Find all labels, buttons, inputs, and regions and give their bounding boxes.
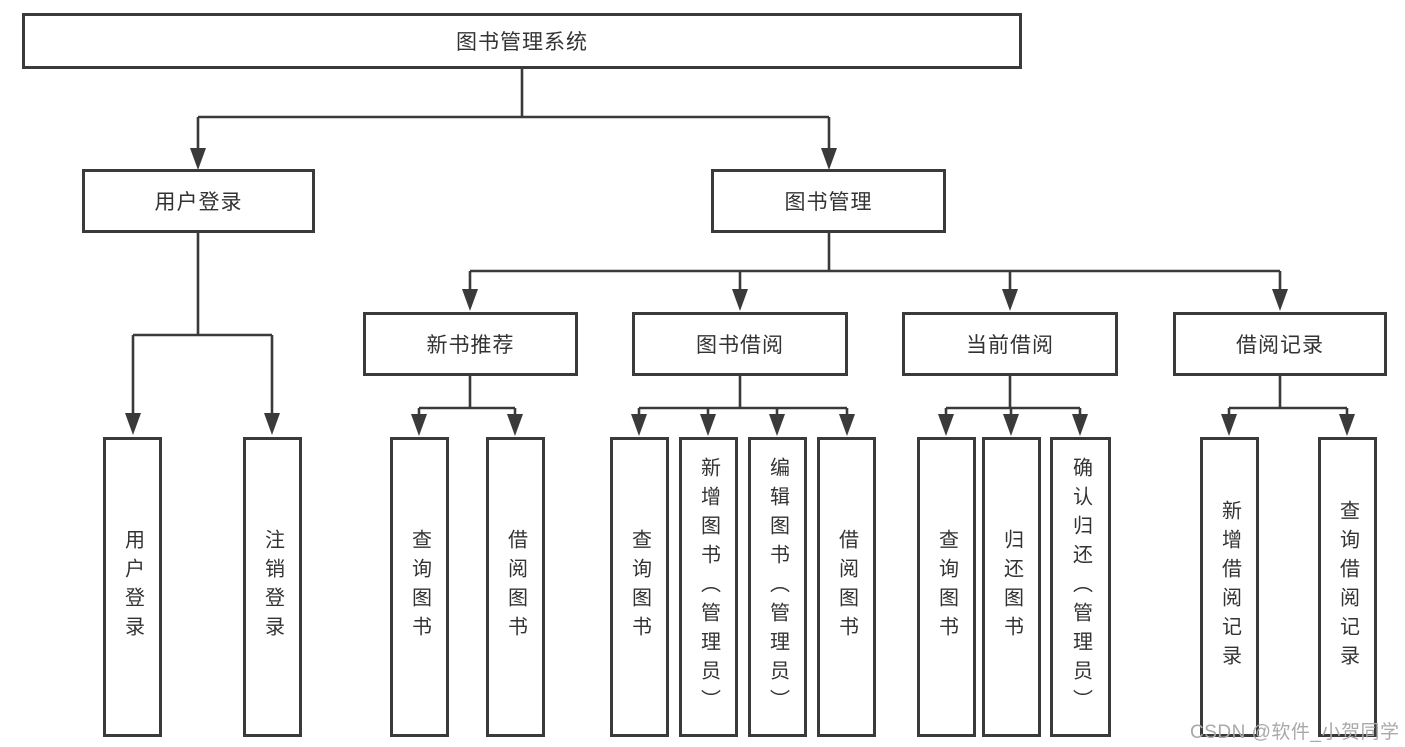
leaf-query-book-2-label: 查询图书 bbox=[628, 529, 651, 645]
edge-new-book-children bbox=[411, 376, 523, 436]
node-borrowing-records: 借阅记录 bbox=[1173, 312, 1387, 376]
node-book-management-label: 图书管理 bbox=[784, 191, 873, 214]
node-user-login: 用户登录 bbox=[82, 169, 315, 233]
leaf-add-book-admin: 新增图书（管理员） bbox=[679, 437, 738, 737]
leaf-confirm-return-admin: 确认归还（管理员） bbox=[1050, 437, 1111, 737]
csdn-watermark: CSDN @软件_小贺同学 bbox=[1190, 722, 1400, 743]
leaf-logout: 注销登录 bbox=[243, 437, 302, 737]
leaf-query-book-3: 查询图书 bbox=[917, 437, 976, 737]
leaf-return-book: 归还图书 bbox=[982, 437, 1041, 737]
edge-root-to-level2 bbox=[190, 69, 837, 170]
node-new-book-recommend: 新书推荐 bbox=[363, 312, 578, 376]
leaf-query-book-1-label: 查询图书 bbox=[408, 529, 431, 645]
node-book-borrowing-label: 图书借阅 bbox=[696, 334, 784, 357]
leaf-add-book-admin-label: 新增图书（管理员） bbox=[697, 456, 720, 718]
node-library-system-label: 图书管理系统 bbox=[456, 31, 588, 54]
edge-current-borrow-children bbox=[938, 376, 1088, 436]
node-current-borrowing: 当前借阅 bbox=[902, 312, 1118, 376]
edge-borrow-record-children bbox=[1221, 376, 1355, 436]
node-current-borrowing-label: 当前借阅 bbox=[966, 334, 1054, 357]
leaf-query-borrow-record-label: 查询借阅记录 bbox=[1336, 500, 1359, 674]
leaf-logout-label: 注销登录 bbox=[261, 529, 284, 645]
leaf-query-book-1: 查询图书 bbox=[390, 437, 449, 737]
edge-user-login-children bbox=[125, 233, 280, 435]
leaf-edit-book-admin: 编辑图书（管理员） bbox=[748, 437, 807, 737]
leaf-query-borrow-record: 查询借阅记录 bbox=[1318, 437, 1377, 737]
node-book-management: 图书管理 bbox=[711, 169, 946, 233]
node-book-borrowing: 图书借阅 bbox=[632, 312, 848, 376]
leaf-add-borrow-record: 新增借阅记录 bbox=[1200, 437, 1259, 737]
leaf-borrow-book-2-label: 借阅图书 bbox=[835, 529, 858, 645]
leaf-borrow-book-1-label: 借阅图书 bbox=[504, 529, 527, 645]
leaf-borrow-book-2: 借阅图书 bbox=[817, 437, 876, 737]
edge-book-borrow-children bbox=[631, 376, 855, 436]
leaf-borrow-book-1: 借阅图书 bbox=[486, 437, 545, 737]
leaf-edit-book-admin-label: 编辑图书（管理员） bbox=[766, 456, 789, 718]
edge-book-mgmt-children bbox=[462, 233, 1288, 311]
leaf-query-book-2: 查询图书 bbox=[610, 437, 669, 737]
node-borrowing-records-label: 借阅记录 bbox=[1236, 334, 1324, 357]
leaf-add-borrow-record-label: 新增借阅记录 bbox=[1218, 500, 1241, 674]
leaf-confirm-return-admin-label: 确认归还（管理员） bbox=[1069, 456, 1092, 718]
leaf-user-login-label: 用户登录 bbox=[121, 529, 144, 645]
leaf-user-login: 用户登录 bbox=[103, 437, 162, 737]
leaf-return-book-label: 归还图书 bbox=[1000, 529, 1023, 645]
node-user-login-label: 用户登录 bbox=[154, 191, 243, 214]
leaf-query-book-3-label: 查询图书 bbox=[935, 529, 958, 645]
node-library-system: 图书管理系统 bbox=[22, 13, 1022, 69]
node-new-book-recommend-label: 新书推荐 bbox=[426, 334, 515, 357]
